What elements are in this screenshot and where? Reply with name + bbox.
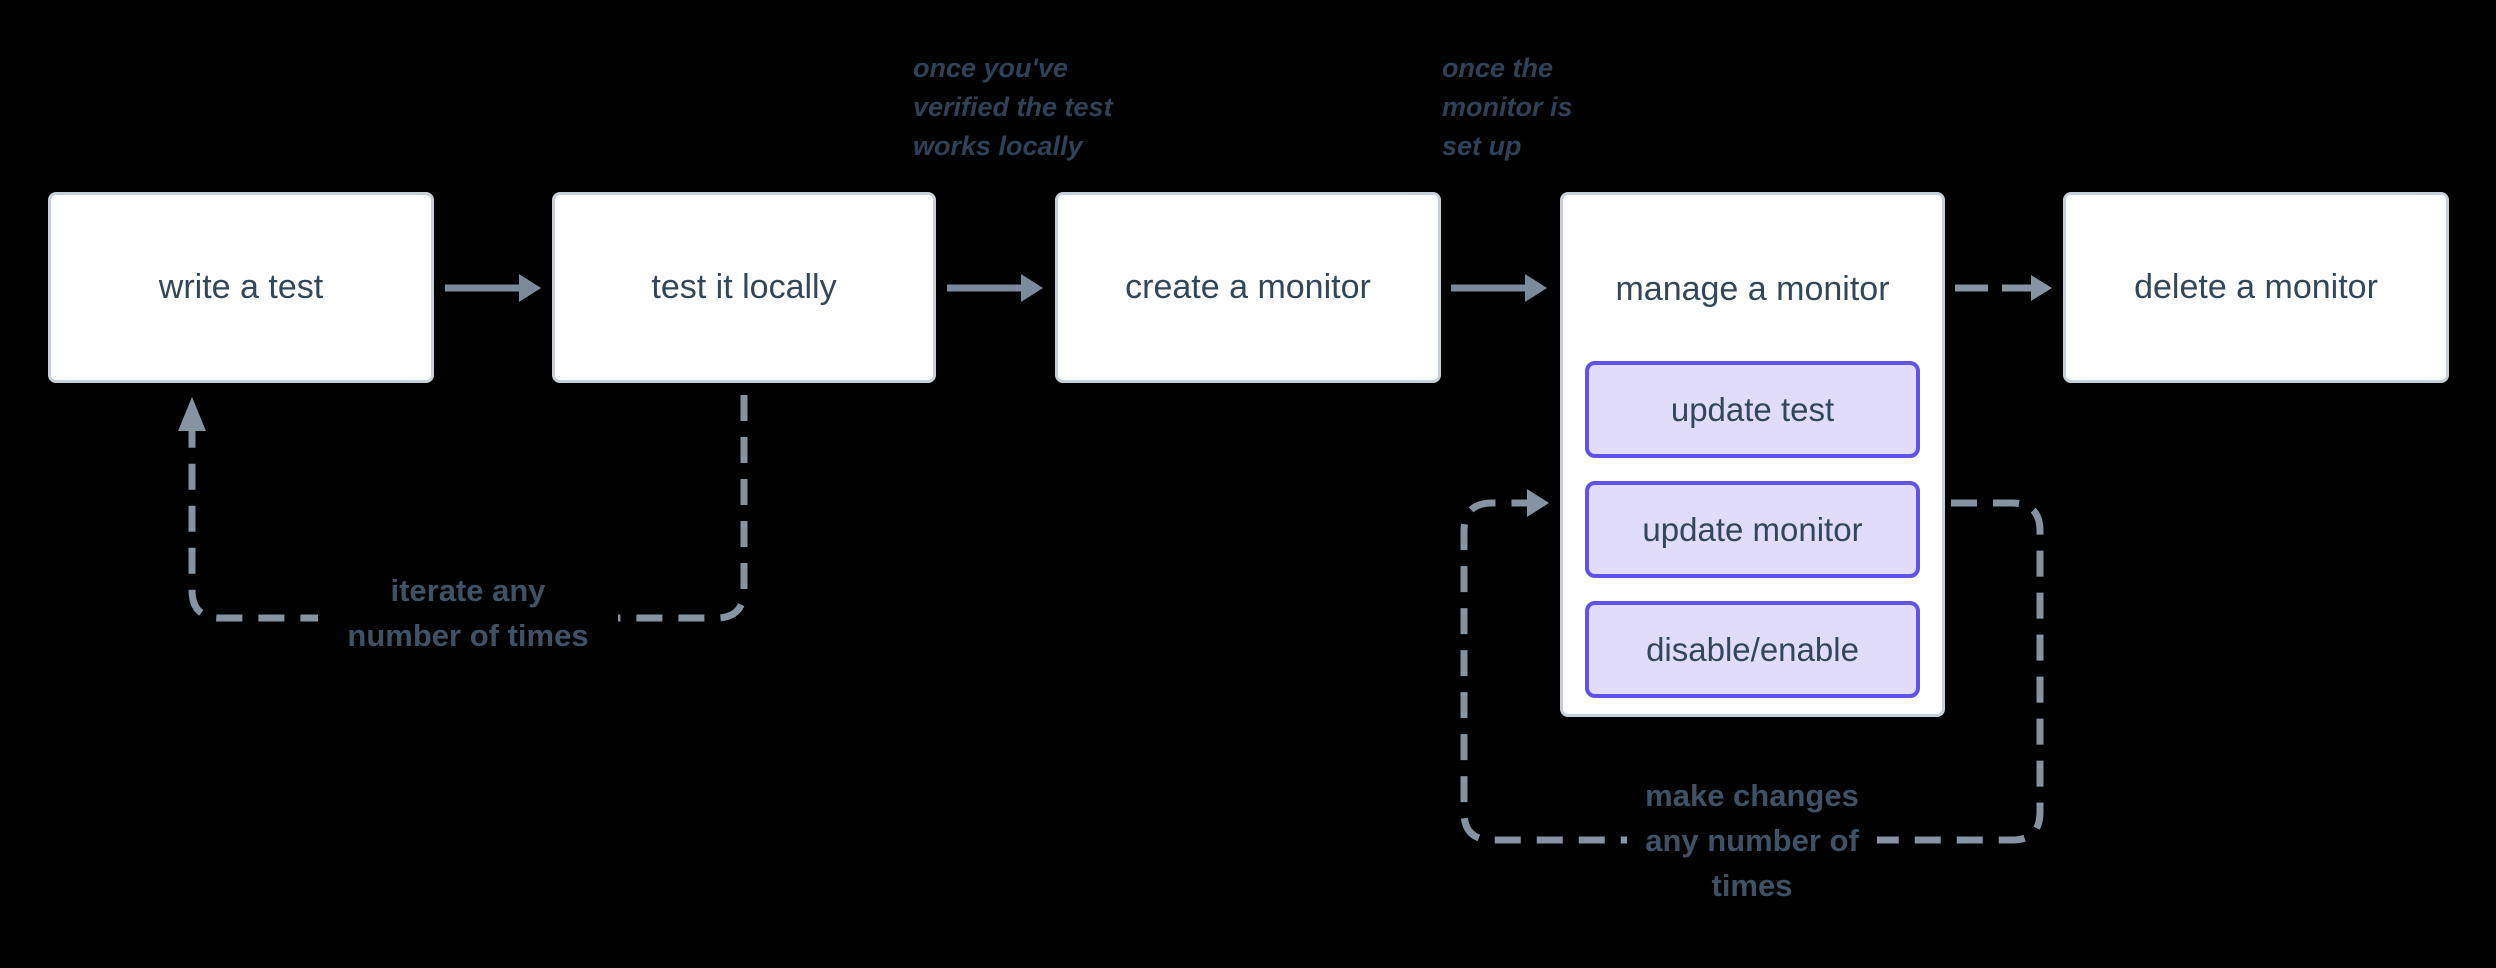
annotation-line: set up — [1442, 131, 1522, 161]
sub-node-label: update test — [1670, 390, 1835, 428]
annotation-monitor-set-up: once the monitor is set up — [1442, 49, 1573, 166]
node-write-a-test: write a test — [48, 192, 434, 383]
loop-label-line: any number of — [1645, 823, 1859, 858]
annotation-line: works locally — [913, 131, 1083, 161]
sub-node-label: disable/enable — [1646, 630, 1859, 668]
arrowhead-icon — [519, 274, 541, 302]
node-label: manage a monitor — [1615, 270, 1890, 308]
node-label: test it locally — [651, 268, 837, 306]
node-label: delete a monitor — [2134, 268, 2378, 306]
arrowhead-icon — [2031, 275, 2052, 301]
sub-node-update-monitor: update monitor — [1585, 481, 1920, 578]
sub-node-update-test: update test — [1585, 361, 1920, 458]
loop-label-line: times — [1711, 868, 1793, 903]
arrowhead-icon — [1527, 489, 1549, 517]
annotation-line: monitor is — [1442, 92, 1573, 122]
loop-label-line: make changes — [1645, 778, 1859, 813]
arrowhead-icon — [1021, 274, 1043, 302]
annotation-line: once you've — [913, 53, 1068, 83]
annotation-verified-locally: once you've verified the test works loca… — [913, 49, 1113, 166]
node-manage-a-monitor: manage a monitor update test update moni… — [1560, 192, 1945, 717]
arrow-manage-to-delete — [1955, 275, 2052, 301]
sub-node-disable-enable: disable/enable — [1585, 601, 1920, 698]
annotation-line: verified the test — [913, 92, 1113, 122]
arrow-create-to-manage — [1451, 274, 1547, 302]
sub-node-label: update monitor — [1642, 510, 1863, 548]
arrowhead-icon — [1525, 274, 1547, 302]
loop-label-iterate: iterate any number of times — [318, 568, 618, 658]
loop-label-line: iterate any — [390, 573, 546, 608]
loop-iterate-path — [178, 395, 748, 622]
node-delete-a-monitor: delete a monitor — [2063, 192, 2449, 383]
arrow-test-to-create — [947, 274, 1043, 302]
node-label: write a test — [158, 268, 324, 306]
arrow-write-to-test — [445, 274, 541, 302]
node-create-a-monitor: create a monitor — [1055, 192, 1441, 383]
node-test-it-locally: test it locally — [552, 192, 936, 383]
annotation-line: once the — [1442, 53, 1554, 83]
loop-label-line: number of times — [347, 618, 589, 653]
loop-label-make-changes: make changes any number of times — [1627, 773, 1877, 908]
node-label: create a monitor — [1125, 268, 1371, 306]
arrowhead-icon — [178, 397, 206, 431]
